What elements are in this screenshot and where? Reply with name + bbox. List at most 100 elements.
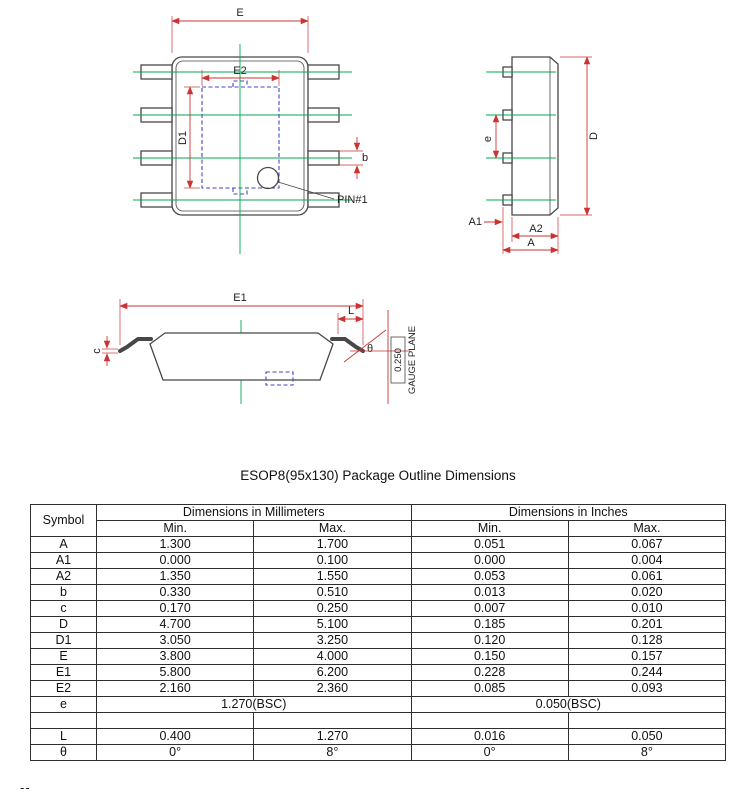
dimension-L — [337, 313, 364, 334]
header-inch-min: Min. — [410, 520, 569, 537]
value-cell: 0.185 — [410, 616, 569, 633]
symbol-cell: E — [30, 648, 97, 665]
theta-angle-line — [343, 329, 387, 363]
dimension-A-group — [484, 207, 559, 254]
value-cell: 0.053 — [410, 568, 569, 585]
symbol-cell: E2 — [30, 680, 97, 697]
dim-label-L: L — [348, 305, 354, 317]
value-cell: 0.050(BSC) — [410, 696, 726, 713]
dimension-c — [102, 336, 118, 366]
value-cell: 8° — [567, 744, 727, 761]
dimension-E — [171, 16, 309, 53]
value-cell: 0.010 — [567, 600, 727, 617]
symbol-cell: L — [30, 728, 97, 745]
dim-label-A2: A2 — [529, 223, 542, 235]
left-lead — [118, 337, 153, 353]
dim-label-E1: E1 — [233, 292, 246, 304]
value-cell: 1.700 — [253, 536, 412, 553]
value-cell: 0.150 — [410, 648, 569, 665]
value-cell: 5.100 — [253, 616, 412, 633]
value-cell — [95, 712, 255, 729]
value-cell — [410, 712, 569, 729]
value-cell: 1.270 — [253, 728, 412, 745]
value-cell: 1.300 — [95, 536, 255, 553]
right-lead — [330, 337, 365, 353]
value-cell: 3.250 — [253, 632, 412, 649]
exposed-pad-front — [265, 371, 294, 386]
value-cell: 0.020 — [567, 584, 727, 601]
value-cell: 3.800 — [95, 648, 255, 665]
symbol-cell: c — [30, 600, 97, 617]
dim-label-c: c — [91, 348, 103, 354]
value-cell: 0.100 — [253, 552, 412, 569]
dimension-E2 — [201, 70, 280, 86]
value-cell: 0.000 — [410, 552, 569, 569]
top-view: PIN#1 E E2 D1 — [133, 7, 368, 254]
value-cell: 3.050 — [95, 632, 255, 649]
gauge-offset-label: 0.250 — [393, 348, 404, 372]
symbol-cell: A — [30, 536, 97, 553]
dim-label-D1: D1 — [177, 131, 189, 145]
front-view: E1 L c θ 0.250 GAUGE PLANE — [91, 292, 418, 404]
value-cell: 0.228 — [410, 664, 569, 681]
header-inch-group: Dimensions in Inches — [410, 504, 726, 521]
value-cell: 1.350 — [95, 568, 255, 585]
table-header-row: Symbol Dimensions in Millimeters Dimensi… — [30, 504, 726, 537]
value-cell: 0.013 — [410, 584, 569, 601]
symbol-cell: θ — [30, 744, 97, 761]
value-cell: 0.128 — [567, 632, 727, 649]
gauge-offset-box — [390, 336, 406, 384]
header-symbol: Symbol — [30, 504, 97, 537]
dim-label-e: e — [482, 136, 494, 142]
table-subheader-row: Min. Max. Min. Max. — [31, 520, 727, 537]
header-mm-max: Max. — [253, 520, 412, 537]
value-cell: 0.016 — [410, 728, 569, 745]
value-cell: 4.000 — [253, 648, 412, 665]
value-cell: 0° — [410, 744, 569, 761]
symbol-cell: e — [30, 696, 97, 713]
value-cell: 0.250 — [253, 600, 412, 617]
value-cell: 0.157 — [567, 648, 727, 665]
dim-label-A1: A1 — [469, 216, 482, 228]
value-cell: 0.067 — [567, 536, 727, 553]
symbol-cell: E1 — [30, 664, 97, 681]
value-cell: 0.201 — [567, 616, 727, 633]
value-cell: 1.550 — [253, 568, 412, 585]
value-cell: 0.400 — [95, 728, 255, 745]
value-cell: 0.051 — [410, 536, 569, 553]
value-cell — [253, 712, 412, 729]
symbol-cell: b — [30, 584, 97, 601]
package-body-side — [511, 56, 559, 216]
dim-label-E2: E2 — [233, 65, 246, 77]
value-cell: 0.510 — [253, 584, 412, 601]
value-cell: 2.360 — [253, 680, 412, 697]
header-mm-group: Dimensions in Millimeters — [96, 504, 412, 521]
value-cell: 2.160 — [95, 680, 255, 697]
symbol-cell: A1 — [30, 552, 97, 569]
gauge-plane-label: GAUGE PLANE — [407, 326, 418, 394]
value-cell: 8° — [253, 744, 412, 761]
dimensions-table: Symbol Dimensions in Millimeters Dimensi… — [30, 504, 727, 761]
symbol-cell: D1 — [30, 632, 97, 649]
value-cell: 4.700 — [95, 616, 255, 633]
side-view: e D A1 A2 A — [469, 56, 600, 254]
package-outline-drawing: PIN#1 E E2 D1 — [91, 7, 600, 404]
value-cell: 0.330 — [95, 584, 255, 601]
header-mm-min: Min. — [95, 520, 255, 537]
pin1-leader-line — [277, 181, 335, 200]
pin1-label: PIN#1 — [337, 194, 368, 206]
dim-label-b: b — [362, 152, 368, 164]
value-cell — [567, 712, 727, 729]
